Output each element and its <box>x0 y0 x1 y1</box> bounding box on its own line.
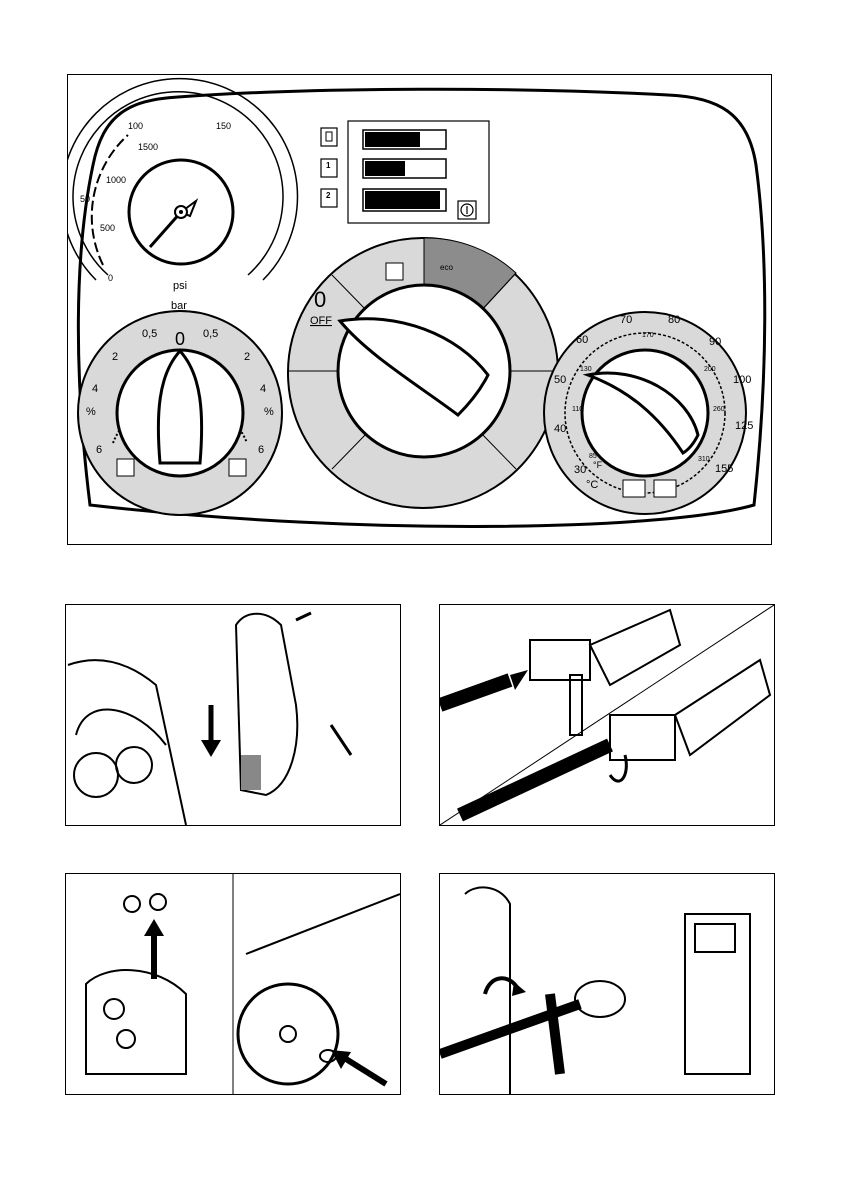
unit-fahrenheit: °F <box>593 460 603 470</box>
detergent-right-2: 2 <box>244 351 250 363</box>
celsius-155: 155 <box>715 463 733 475</box>
celsius-80: 80 <box>668 314 680 326</box>
psi-tick-1000: 1000 <box>106 175 126 185</box>
detergent-right-6: 6 <box>258 444 264 456</box>
pressure-gauge: 0 500 1000 1500 0 50 100 150 psi bar <box>68 79 298 312</box>
fuel-icon <box>321 128 337 146</box>
off-label: OFF <box>310 315 332 327</box>
detergent-left-6: 6 <box>96 444 102 456</box>
wheel-mounting-drawing <box>66 874 400 1094</box>
fahrenheit-260: 260 <box>713 406 725 413</box>
fahrenheit-200: 200 <box>704 366 716 373</box>
celsius-40: 40 <box>554 423 566 435</box>
off-zero: 0 <box>314 287 326 312</box>
rotate-arrow-icon <box>610 755 626 781</box>
celsius-125: 125 <box>735 420 753 432</box>
handle-mounting-drawing <box>66 605 400 825</box>
fahrenheit-85: 85 <box>589 453 597 460</box>
fahrenheit-310: 310 <box>698 456 710 463</box>
celsius-50: 50 <box>554 374 566 386</box>
celsius-60: 60 <box>576 334 588 346</box>
bar-tick-150: 150 <box>216 121 231 131</box>
fahrenheit-130: 130 <box>580 366 592 373</box>
unit-celsius: °C <box>586 479 598 491</box>
detergent-right-percent: % <box>264 406 274 418</box>
control-panel-figure: 0 500 1000 1500 0 50 100 150 psi bar 1 2… <box>67 74 772 545</box>
arrow-right-icon <box>510 670 528 690</box>
fahrenheit-170: 170 <box>642 332 654 339</box>
detergent-dial[interactable]: 0 0,5 2 4 % 6 0,5 2 4 % 6 <box>78 311 282 515</box>
main-switch[interactable]: eco 0 OFF <box>288 238 559 508</box>
wheel-mounting-figure <box>65 873 401 1095</box>
tank-2-label: 2 <box>326 191 331 200</box>
tank-1-level-bar <box>365 161 405 176</box>
control-panel-drawing: 0 500 1000 1500 0 50 100 150 psi bar 1 2… <box>68 75 771 544</box>
detergent-left-4: 4 <box>92 383 98 395</box>
fuel-level-bar <box>365 132 420 147</box>
celsius-30: 30 <box>574 464 586 476</box>
bar-tick-100: 100 <box>128 121 143 131</box>
burner-icon <box>623 480 645 497</box>
thermometer-icon <box>654 480 676 497</box>
lance-connection-figure <box>439 604 775 826</box>
pressure-icon <box>386 263 403 280</box>
handle-mounting-figure <box>65 604 401 826</box>
detergent-left-2: 2 <box>112 351 118 363</box>
detergent-left-0-5: 0,5 <box>142 328 157 340</box>
celsius-100: 100 <box>733 374 751 386</box>
psi-tick-0: 0 <box>108 273 113 283</box>
bar-tick-50: 50 <box>80 194 90 204</box>
temperature-dial[interactable]: 30 40 50 60 70 80 90 100 125 155 85 110 … <box>544 312 753 514</box>
psi-tick-1500: 1500 <box>138 142 158 152</box>
unit-psi: psi <box>173 280 187 292</box>
lance-connection-drawing <box>440 605 774 825</box>
celsius-70: 70 <box>620 314 632 326</box>
detergent-1-icon <box>117 459 134 476</box>
detergent-right-4: 4 <box>260 383 266 395</box>
detergent-zero: 0 <box>175 329 185 349</box>
arrow-left-icon <box>346 1059 386 1084</box>
fahrenheit-110: 110 <box>572 406 583 413</box>
detergent-2-icon <box>229 459 246 476</box>
hose-connection-drawing <box>440 874 774 1094</box>
detergent-right-0-5: 0,5 <box>203 328 218 340</box>
psi-tick-500: 500 <box>100 223 115 233</box>
tank-2-level-bar <box>365 191 440 209</box>
tank-1-label: 1 <box>326 161 331 170</box>
eco-label: eco <box>440 263 453 272</box>
level-indicators: 1 2 <box>321 121 489 223</box>
celsius-90: 90 <box>709 336 721 348</box>
detergent-left-percent: % <box>86 406 96 418</box>
hose-connection-figure <box>439 873 775 1095</box>
